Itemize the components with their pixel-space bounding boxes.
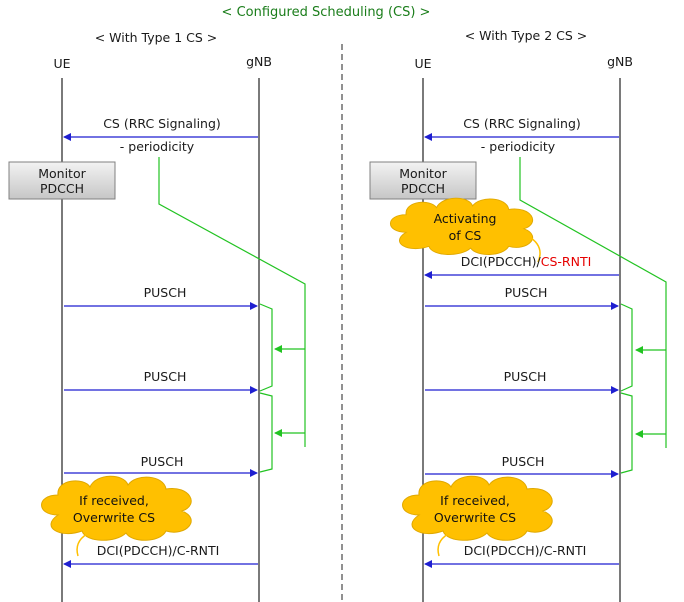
type1-period-bracket-1 bbox=[259, 303, 273, 392]
type2-monitor-box bbox=[369, 161, 477, 200]
type2-activation-dci-label: DCI(PDCCH)/CS-RNTI bbox=[461, 254, 592, 269]
type1-monitor-box bbox=[8, 161, 116, 200]
type2-activating-line2: of CS bbox=[449, 228, 482, 243]
type1-rrc-label: CS (RRC Signaling) bbox=[103, 116, 221, 131]
type2-dci-label: DCI(PDCCH)/C-RNTI bbox=[464, 543, 587, 558]
type2-cloud-tail bbox=[437, 533, 449, 557]
type2-pusch-label-3: PUSCH bbox=[502, 454, 545, 469]
type1-dci-label: DCI(PDCCH)/C-RNTI bbox=[97, 543, 220, 558]
type1-period-bracket-2 bbox=[259, 392, 273, 473]
type1-header: < With Type 1 CS > bbox=[95, 30, 218, 45]
type1-monitor-line2: PDCCH bbox=[40, 181, 84, 196]
type2-periodicity-label: - periodicity bbox=[481, 139, 556, 154]
type1-pusch-label-3: PUSCH bbox=[141, 454, 184, 469]
type2-monitor-line1: Monitor bbox=[399, 166, 447, 181]
type1-section: < With Type 1 CS > UE gNB CS (RRC Signal… bbox=[8, 30, 306, 602]
type2-activating-cloud-tail bbox=[527, 235, 541, 263]
type1-cloud-line2: Overwrite CS bbox=[73, 510, 155, 525]
type2-activation-dci-prefix: DCI(PDCCH)/ bbox=[461, 254, 542, 269]
type2-monitor-line2: PDCCH bbox=[401, 181, 445, 196]
type1-periodicity-label: - periodicity bbox=[120, 139, 195, 154]
type2-rrc-label: CS (RRC Signaling) bbox=[463, 116, 581, 131]
type2-activation-dci-rnti: CS-RNTI bbox=[541, 254, 592, 269]
type1-cloud-tail bbox=[76, 533, 88, 557]
type2-activating-line1: Activating bbox=[434, 211, 497, 226]
type2-cloud-line1: If received, bbox=[440, 493, 510, 508]
type1-periodicity-line bbox=[158, 157, 306, 447]
type1-monitor-line1: Monitor bbox=[38, 166, 86, 181]
type2-pusch-label-2: PUSCH bbox=[504, 369, 547, 384]
type2-period-bracket-1 bbox=[620, 303, 633, 392]
diagram-title: < Configured Scheduling (CS) > bbox=[222, 5, 431, 20]
type2-ue-label: UE bbox=[414, 56, 431, 71]
type2-period-bracket-2 bbox=[620, 392, 633, 474]
type2-activating-cloud bbox=[389, 197, 534, 255]
type2-pusch-label-1: PUSCH bbox=[505, 285, 548, 300]
type2-periodicity-line bbox=[519, 157, 667, 448]
type2-section: < With Type 2 CS > UE gNB CS (RRC Signal… bbox=[369, 28, 667, 602]
type1-pusch-label-2: PUSCH bbox=[144, 369, 187, 384]
type1-cloud-line1: If received, bbox=[79, 493, 149, 508]
type2-header: < With Type 2 CS > bbox=[465, 28, 588, 43]
type2-cloud-line2: Overwrite CS bbox=[434, 510, 516, 525]
type1-pusch-label-1: PUSCH bbox=[144, 285, 187, 300]
type1-overwrite-cloud bbox=[41, 475, 192, 541]
type2-gnb-label: gNB bbox=[607, 54, 633, 69]
type2-overwrite-cloud bbox=[402, 475, 553, 541]
type1-ue-label: UE bbox=[53, 56, 70, 71]
type1-gnb-label: gNB bbox=[246, 54, 272, 69]
